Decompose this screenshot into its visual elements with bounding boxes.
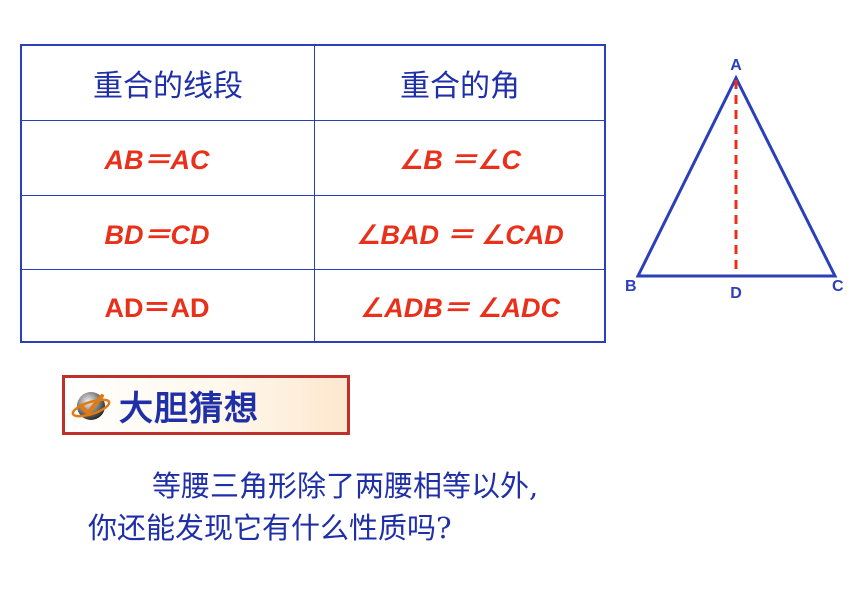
comparison-table: 重合的线段 重合的角 AB＝AC ∠B ＝∠C BD＝CD ∠BAD ＝ ∠CA… (20, 44, 606, 343)
table-row-divider (22, 120, 604, 121)
segment-ab-ac: AB＝AC (104, 145, 210, 175)
triangle-abc (635, 74, 838, 278)
segment-bd-cd: BD＝CD (104, 219, 210, 250)
table-row-divider (22, 269, 604, 270)
bold-guess-header: 大胆猜想 (62, 375, 350, 435)
table-row-divider (22, 195, 604, 196)
angle-adb-adc: ∠ADB＝ ∠ADC (360, 292, 560, 323)
isosceles-triangle-diagram: A B C D (625, 57, 844, 300)
globe-checkmark-icon (71, 392, 111, 420)
question-line-2: 你还能发现它有什么性质吗? (88, 511, 452, 545)
vertex-label-c: C (832, 278, 844, 295)
angle-bad-cad: ∠BAD ＝ ∠CAD (356, 219, 564, 250)
header-coincident-angles: 重合的角 (400, 69, 520, 104)
table-column-divider (314, 46, 315, 341)
vertex-label-a: A (730, 57, 742, 74)
question-line-1: 等腰三角形除了两腰相等以外, (152, 469, 539, 503)
point-label-d: D (730, 285, 742, 300)
segment-ad-ad: AD＝AD (104, 292, 210, 323)
section-title: 大胆猜想 (119, 388, 259, 429)
header-coincident-segments: 重合的线段 (93, 69, 243, 104)
vertex-label-b: B (625, 278, 637, 295)
angle-b-c: ∠B ＝∠C (399, 145, 521, 175)
